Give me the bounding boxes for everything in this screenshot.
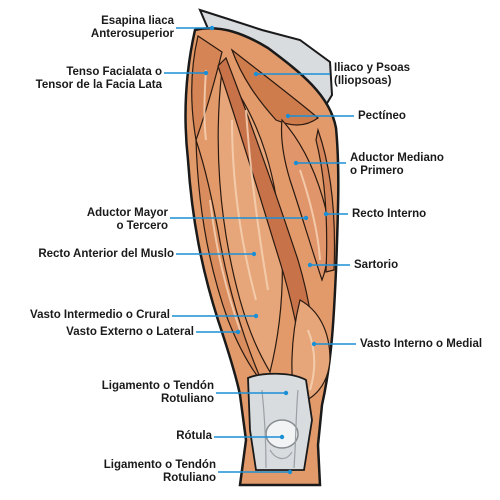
label-adductor-mayor: Aductor Mayor o Tercero (87, 207, 168, 233)
label-line: Esapina Iiaca (101, 15, 174, 27)
label-line: Vasto Externo o Lateral (66, 326, 194, 338)
label-recto-anterior: Recto Anterior del Muslo (38, 248, 174, 261)
label-vasto-intermedio: Vasto Intermedio o Crural (30, 309, 170, 322)
tendon-lines (261, 389, 299, 469)
patella (265, 419, 299, 449)
label-line: Ligamento o Tendón (101, 380, 214, 392)
label-line: Tenso Facialata o (66, 66, 162, 78)
label-vasto-interno: Vasto Interno o Medial (360, 338, 482, 351)
label-line: Iliaco y Psoas (334, 62, 411, 74)
label-line: Sartorio (354, 259, 399, 271)
label-line: o Primero (350, 165, 404, 177)
muscle-iliopsoas (230, 48, 319, 126)
muscle-gracilis (315, 127, 336, 273)
label-sartorio: Sartorio (354, 259, 398, 272)
label-iliaco-psoas: Iliaco y Psoas (Iliopsoas) (334, 62, 410, 88)
label-line: Anterosuperior (90, 28, 174, 40)
label-vasto-externo: Vasto Externo o Lateral (66, 326, 194, 339)
leader-lines-left (164, 27, 306, 473)
label-aductor-mediano: Aductor Mediano o Primero (350, 152, 444, 178)
label-line: Vasto Intermedio o Crural (30, 309, 170, 321)
label-esapina-iliaca: Esapina Iiaca Anterosuperior (91, 15, 174, 41)
label-ligamento-inferior: Ligamento o Tendón Rotuliano (104, 459, 216, 485)
label-line: (Iliopsoas) (334, 75, 392, 87)
label-line: Tensor de la Facia Lata (35, 79, 162, 91)
muscle-rectus-femoris (217, 68, 283, 374)
label-line: Rotuliano (160, 393, 214, 405)
label-line: Vasto Interno o Medial (360, 338, 483, 350)
label-ligamento-superior: Ligamento o Tendón Rotuliano (102, 380, 214, 406)
label-recto-interno: Recto Interno (352, 208, 426, 221)
label-line: Aductor Mayor (86, 207, 168, 219)
label-line: Recto Interno (352, 208, 427, 220)
muscle-fiber-highlights (203, 69, 321, 391)
label-rotula: Rótula (176, 430, 212, 443)
label-line: Recto Anterior del Muslo (38, 248, 174, 260)
label-line: Rótula (176, 430, 212, 442)
label-line: Rotuliano (162, 472, 216, 484)
label-line: Aductor Mediano (350, 152, 444, 164)
muscle-adductors (280, 118, 329, 282)
label-line: Ligamento o Tendón (103, 459, 216, 471)
label-line: Pectíneo (358, 110, 406, 122)
leader-dots (203, 25, 329, 475)
label-pectineo: Pectíneo (358, 110, 406, 123)
label-line: o Tercero (116, 220, 168, 232)
leader-lines-right (256, 73, 356, 345)
label-tenso-facialata: Tenso Facialata o Tensor de la Facia Lat… (36, 66, 162, 92)
